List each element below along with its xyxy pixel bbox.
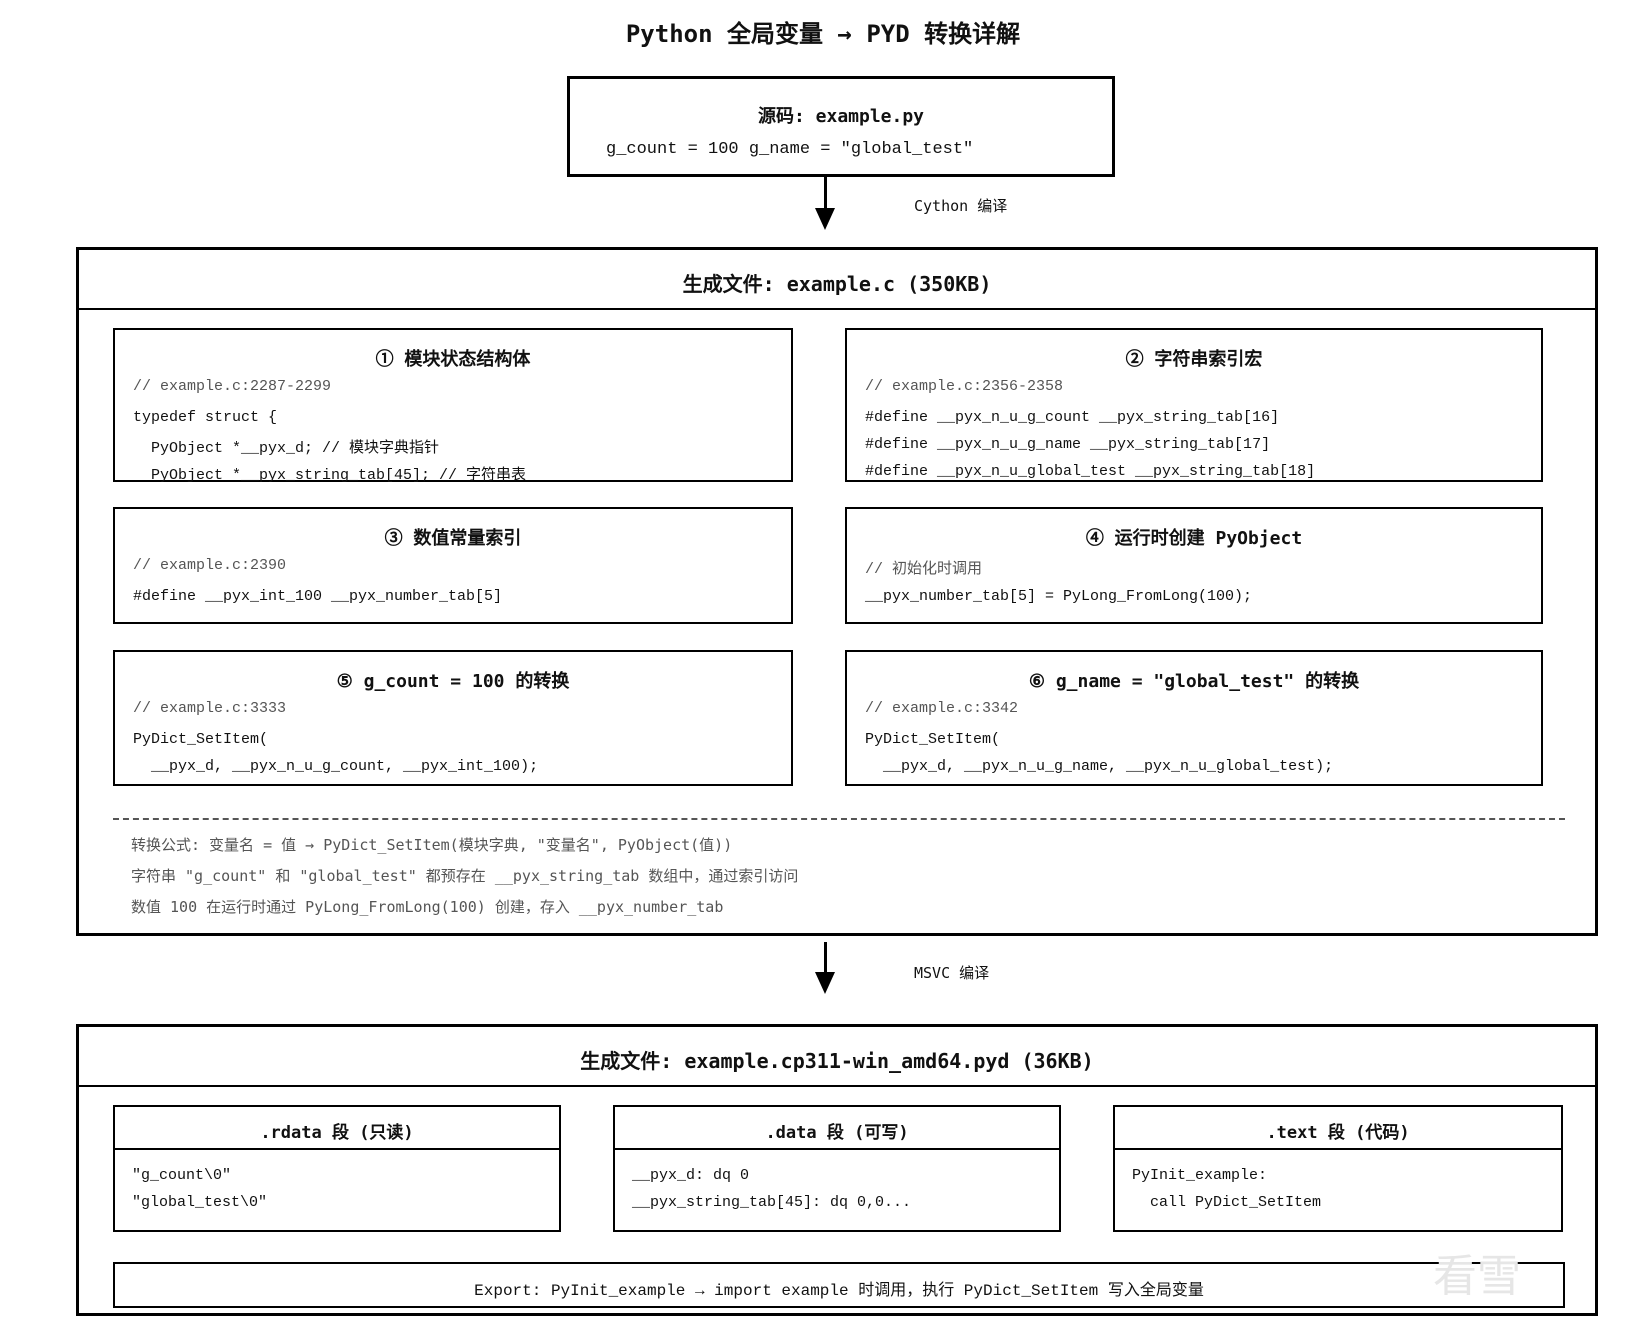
card-number-constant-index: ③ 数值常量索引 // example.c:2390 #define __pyx… (113, 507, 793, 624)
code-line: #define __pyx_n_u_global_test __pyx_stri… (865, 463, 1316, 480)
segment-header: .rdata 段 (只读) (115, 1107, 559, 1150)
code-line: typedef struct { (133, 409, 278, 426)
card-module-state-struct: ① 模块状态结构体 // example.c:2287-2299 typedef… (113, 328, 793, 484)
c-file-container: 生成文件: example.c (350KB) ① 模块状态结构体 // exa… (76, 247, 1598, 936)
export-box: Export: PyInit_example → import example … (113, 1262, 1565, 1308)
arrow-msvc-label: MSVC 编译 (914, 964, 990, 982)
code-line: PyObject *__pyx_string_tab[45]; // 字符串表 (133, 467, 527, 484)
code-line: #define __pyx_int_100 __pyx_number_tab[5… (133, 588, 503, 605)
card-comment: // example.c:2390 (133, 557, 287, 574)
card-title: ④ 运行时创建 PyObject (1085, 528, 1303, 549)
segment-line: __pyx_string_tab[45]: dq 0,0... (632, 1194, 912, 1211)
segment-title: .text 段 (代码) (1266, 1123, 1410, 1143)
note-formula: 转换公式: 变量名 = 值 → PyDict_SetItem(模块字典, "变量… (131, 836, 733, 854)
segment-line: PyInit_example: (1132, 1167, 1268, 1184)
card-comment: // example.c:3342 (865, 700, 1019, 717)
c-file-title: 生成文件: example.c (350KB) (682, 272, 992, 296)
pyd-file-header: 生成文件: example.cp311-win_amd64.pyd (36KB) (79, 1027, 1595, 1087)
source-file-box: 源码: example.py g_count = 100 g_name = "g… (567, 76, 1115, 177)
segment-text: .text 段 (代码) PyInit_example: call PyDict… (1113, 1105, 1563, 1232)
card-comment: // 初始化时调用 (865, 561, 983, 578)
card-title: ⑥ g_name = "global_test" 的转换 (1028, 671, 1360, 692)
segment-line: "g_count\0" (132, 1167, 232, 1184)
card-g-name-conversion: ⑥ g_name = "global_test" 的转换 // example.… (845, 650, 1543, 786)
segment-title: .data 段 (可写) (765, 1123, 909, 1143)
segment-header: .text 段 (代码) (1115, 1107, 1561, 1150)
code-line: PyDict_SetItem( (865, 731, 1001, 748)
card-comment: // example.c:2287-2299 (133, 378, 332, 395)
dashed-divider (113, 818, 1565, 820)
card-title: ① 模块状态结构体 (375, 349, 531, 370)
diagram-title: Python 全局变量 → PYD 转换详解 (625, 20, 1021, 48)
segment-title: .rdata 段 (只读) (260, 1123, 414, 1143)
arrow-cython-head (815, 208, 835, 230)
note-number-table: 数值 100 在运行时通过 PyLong_FromLong(100) 创建，存入… (131, 898, 724, 916)
code-line: __pyx_number_tab[5] = PyLong_FromLong(10… (865, 588, 1253, 605)
segment-line: call PyDict_SetItem (1132, 1194, 1322, 1211)
c-file-header: 生成文件: example.c (350KB) (79, 250, 1595, 310)
card-title: ② 字符串索引宏 (1125, 349, 1263, 370)
segment-data: .data 段 (可写) __pyx_d: dq 0 __pyx_string_… (613, 1105, 1061, 1232)
code-line: PyDict_SetItem( (133, 731, 269, 748)
code-line: #define __pyx_n_u_g_name __pyx_string_ta… (865, 436, 1271, 453)
code-line: __pyx_d, __pyx_n_u_g_count, __pyx_int_10… (133, 758, 539, 775)
pyd-file-title: 生成文件: example.cp311-win_amd64.pyd (36KB) (580, 1049, 1094, 1073)
export-text: Export: PyInit_example → import example … (474, 1282, 1204, 1300)
card-string-index-macro: ② 字符串索引宏 // example.c:2356-2358 #define … (845, 328, 1543, 482)
note-string-table: 字符串 "g_count" 和 "global_test" 都预存在 __pyx… (131, 867, 799, 885)
card-comment: // example.c:3333 (133, 700, 287, 717)
code-line: #define __pyx_n_u_g_count __pyx_string_t… (865, 409, 1280, 426)
card-runtime-create-pyobject: ④ 运行时创建 PyObject // 初始化时调用 __pyx_number_… (845, 507, 1543, 624)
card-title: ③ 数值常量索引 (384, 528, 522, 549)
source-file-title: 源码: example.py (757, 106, 925, 127)
arrow-msvc-shaft (824, 942, 827, 976)
segment-line: __pyx_d: dq 0 (632, 1167, 750, 1184)
code-line: __pyx_d, __pyx_n_u_g_name, __pyx_n_u_glo… (865, 758, 1334, 775)
segment-line: "global_test\0" (132, 1194, 268, 1211)
segment-header: .data 段 (可写) (615, 1107, 1059, 1150)
arrow-cython-shaft (824, 177, 827, 212)
card-g-count-conversion: ⑤ g_count = 100 的转换 // example.c:3333 Py… (113, 650, 793, 786)
arrow-msvc-head (815, 972, 835, 994)
pyd-file-container: 生成文件: example.cp311-win_amd64.pyd (36KB)… (76, 1024, 1598, 1316)
segment-rdata: .rdata 段 (只读) "g_count\0" "global_test\0… (113, 1105, 561, 1232)
card-comment: // example.c:2356-2358 (865, 378, 1064, 395)
card-title: ⑤ g_count = 100 的转换 (336, 671, 570, 692)
arrow-cython-label: Cython 编译 (914, 197, 1008, 215)
source-code-line: g_count = 100 g_name = "global_test" (606, 140, 974, 159)
code-line: PyObject *__pyx_d; // 模块字典指针 (133, 440, 440, 457)
watermark-logo: 看雪 (1433, 1251, 1521, 1302)
